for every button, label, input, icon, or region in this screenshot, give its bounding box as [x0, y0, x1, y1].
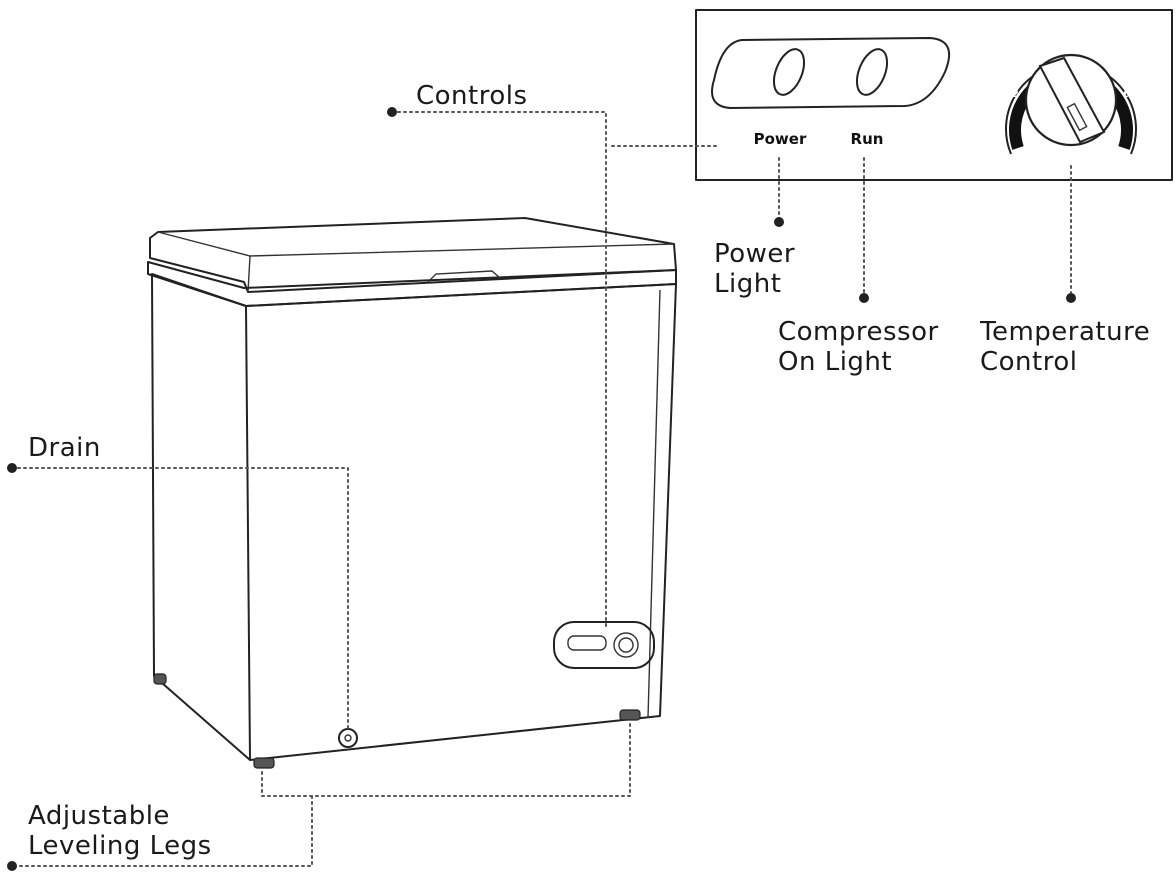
run-light-lens	[855, 48, 889, 96]
power-light-label-line1: Power	[714, 239, 795, 269]
controls-dot	[387, 107, 397, 117]
callout-labels: Controls Power Light Compressor On Light…	[28, 81, 1150, 861]
controls-label: Controls	[416, 81, 528, 111]
power-light-dot	[774, 217, 784, 227]
dial-number-6: 6	[1123, 89, 1130, 100]
temperature-label-line1: Temperature	[979, 317, 1150, 347]
rear-left-leg	[153, 673, 167, 685]
lid-corner	[247, 255, 251, 293]
drain-plug[interactable]	[338, 728, 358, 748]
cabinet-dial	[613, 632, 639, 658]
dial-pointer	[1066, 102, 1088, 132]
legs-label-line1: Adjustable	[28, 801, 170, 831]
compressor-light-dot	[859, 293, 869, 303]
front-left-leg[interactable]	[253, 757, 275, 769]
dial-number-2: 2	[1012, 89, 1019, 100]
panel-run-label: Run	[851, 130, 884, 148]
cabinet-control-panel[interactable]	[553, 621, 655, 669]
dial-number-group: 1 2 3 4 5 6 7	[1012, 40, 1130, 139]
leader-lines	[11, 111, 1072, 867]
lights-pill	[711, 37, 950, 109]
temperature-dial: 1 2 3 4 5 6 7	[1005, 40, 1137, 155]
drain-center	[344, 734, 352, 742]
cabinet-inner-edge	[647, 289, 661, 719]
panel-power-label: Power	[754, 130, 807, 148]
power-light-label-line2: Light	[714, 269, 781, 299]
dial-number-7: 7	[1113, 128, 1120, 139]
cabinet-lights	[567, 635, 607, 651]
cabinet-side	[151, 273, 251, 761]
chest-freezer	[147, 217, 677, 769]
dial-number-3: 3	[1030, 54, 1037, 65]
drain-dot	[7, 463, 17, 473]
legs-connector-leader	[11, 795, 313, 867]
drain-label: Drain	[28, 433, 101, 463]
lid-handle	[427, 270, 501, 283]
control-panel-inset: Power Run 1 2 3 4 5 6 7	[695, 9, 1173, 181]
callout-dots	[7, 107, 1076, 871]
power-light-lens	[772, 48, 806, 96]
legs-leader	[261, 723, 631, 797]
dial-number-4: 4	[1068, 40, 1075, 51]
drain-leader	[11, 467, 349, 729]
control-panel-frame	[695, 9, 1173, 181]
controls-leader	[391, 111, 607, 631]
cabinet-dial-inner	[618, 637, 634, 653]
temperature-control-dot	[1066, 293, 1076, 303]
dial-grip	[1038, 56, 1106, 144]
compressor-label-line2: On Light	[778, 347, 892, 377]
legs-label-line2: Leveling Legs	[28, 831, 212, 861]
cabinet-front	[245, 283, 677, 761]
dial-number-5: 5	[1105, 54, 1112, 65]
legs-dot	[7, 861, 17, 871]
compressor-label-line1: Compressor	[778, 317, 939, 347]
lid-front-edge	[157, 231, 675, 257]
temperature-label-line2: Control	[980, 347, 1077, 377]
dial-number-1: 1	[1022, 128, 1029, 139]
front-right-leg[interactable]	[619, 709, 641, 721]
